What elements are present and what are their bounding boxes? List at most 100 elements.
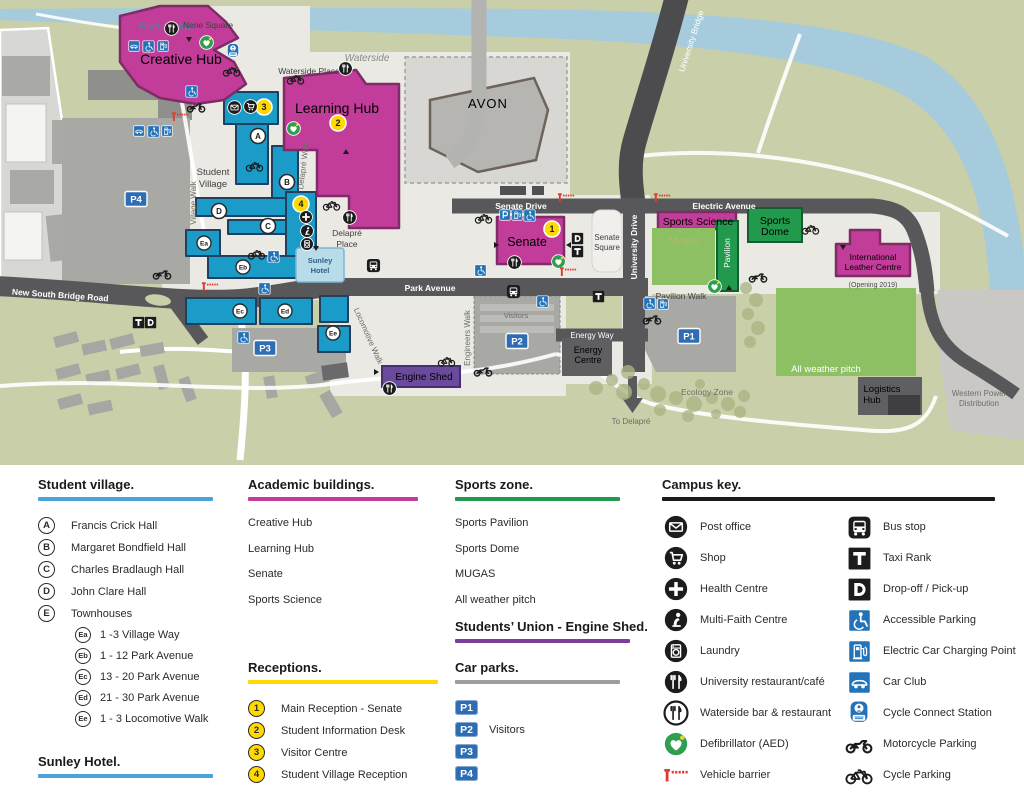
list-item: P4 <box>455 766 620 781</box>
multi-faith-icon <box>300 224 314 238</box>
label-ecology-zone: Ecology Zone <box>681 387 733 397</box>
underline <box>248 680 438 684</box>
label-senate: Senate <box>507 235 547 249</box>
badge-c: C <box>38 561 55 578</box>
badge-p4: P4 <box>124 190 148 208</box>
road-university-bridge <box>618 0 689 208</box>
badge-reception-1: 1 <box>543 220 561 238</box>
key-item-shop: Shop <box>662 545 831 571</box>
taxi-rank-icon <box>845 546 873 571</box>
badge-p3: P3 <box>455 744 478 759</box>
badge-hall-b: B <box>278 173 296 191</box>
underline <box>455 639 630 643</box>
accessible-parking-icon <box>523 209 536 222</box>
badge-e: E <box>38 605 55 622</box>
drop-off-icon <box>571 232 584 245</box>
cycle-parking-icon <box>845 766 873 785</box>
small-shed <box>321 362 349 381</box>
svg-text:B: B <box>284 178 290 187</box>
legend-sunley-hotel: Sunley Hotel. <box>38 754 213 794</box>
underline <box>455 680 620 684</box>
badge-hall-c: C <box>259 217 277 235</box>
ev-charging-icon <box>845 639 873 664</box>
key-item-bus-stop: Bus stop <box>845 514 1016 540</box>
svg-text:Ec: Ec <box>236 309 244 316</box>
label-student-village-2: Village <box>199 179 227 190</box>
key-item-laundry: Laundry <box>662 638 831 664</box>
accessible-parking-icon <box>474 264 487 277</box>
defibrillator-icon <box>551 254 566 269</box>
badge-2: 2 <box>248 722 265 739</box>
label-engine-shed: Engine Shed <box>395 372 452 383</box>
underline <box>455 497 620 501</box>
label-visitors: Visitors <box>504 311 529 320</box>
badge-1: 1 <box>248 700 265 717</box>
engine-shed-building <box>381 365 461 388</box>
badge-eb: Eb <box>235 259 251 275</box>
label-logistics-hub-2: Hub <box>863 395 880 406</box>
label-electric-avenue: Electric Avenue <box>692 201 755 211</box>
laundry-icon <box>300 237 314 251</box>
drop-off-icon <box>144 316 157 329</box>
svg-text:C: C <box>265 222 271 231</box>
campus-key-col-2: Bus stop Taxi Rank Drop-off / Pick-up Ac… <box>845 514 1016 793</box>
badge-4: 4 <box>248 766 265 783</box>
list-item: Learning Hub <box>248 542 315 555</box>
pavilion-building <box>716 220 739 292</box>
badge-p3: P3 <box>253 339 277 357</box>
badge-eb: Eb <box>75 647 91 664</box>
drop-off-icon <box>845 577 873 602</box>
parking-icon <box>499 209 511 221</box>
label-all-weather-pitch: All weather pitch <box>791 364 861 375</box>
svg-text:1: 1 <box>549 224 554 234</box>
svg-text:Ed: Ed <box>281 309 289 316</box>
list-item: Sports Pavilion <box>455 517 529 529</box>
key-item-car-club: Car Club <box>845 669 1016 695</box>
legend-title: Receptions. <box>248 660 322 675</box>
key-item-post-office: Post office <box>662 514 831 540</box>
restaurant-icon <box>342 210 357 225</box>
key-item-drop-off: Drop-off / Pick-up <box>845 576 1016 602</box>
badge-b: B <box>38 539 55 556</box>
label-logistics-hub-1: Logistics <box>864 384 901 395</box>
bus-stop-icon <box>845 515 873 540</box>
badge-ec: Ec <box>232 303 248 319</box>
badge-p2: P2 <box>505 332 529 350</box>
label-intl-leather-1: International <box>850 252 897 262</box>
svg-text:4: 4 <box>298 199 303 209</box>
entrance-markers <box>186 37 846 375</box>
label-learning-hub: Learning Hub <box>295 100 379 116</box>
ev-charging-icon <box>511 209 523 221</box>
road-electric-avenue <box>636 198 935 293</box>
motorcycle-parking-icon <box>845 735 873 754</box>
list-item: P3 <box>455 744 620 759</box>
label-senate-square-1: Senate <box>594 233 620 242</box>
label-delapre-place-2: Place <box>336 239 358 249</box>
label-energy-centre-1: Energy <box>574 345 603 355</box>
accessible-parking-icon <box>267 250 280 263</box>
label-sunley-1: Sunley <box>308 256 333 265</box>
defibrillator-icon <box>707 279 722 294</box>
shop-icon <box>243 99 258 114</box>
bus-stop-icon <box>366 258 381 273</box>
defibrillator-icon <box>286 121 301 136</box>
svg-text:P3: P3 <box>259 344 271 355</box>
post-office-icon <box>662 514 690 540</box>
taxi-rank-icon <box>571 245 584 258</box>
list-item: Sports Dome <box>455 542 520 555</box>
svg-text:P2: P2 <box>511 337 523 348</box>
car-club-icon <box>128 40 140 52</box>
label-energy-centre-2: Centre <box>574 355 601 365</box>
defibrillator-icon <box>662 731 690 757</box>
svg-text:Ee: Ee <box>329 331 337 338</box>
badge-3: 3 <box>248 744 265 761</box>
